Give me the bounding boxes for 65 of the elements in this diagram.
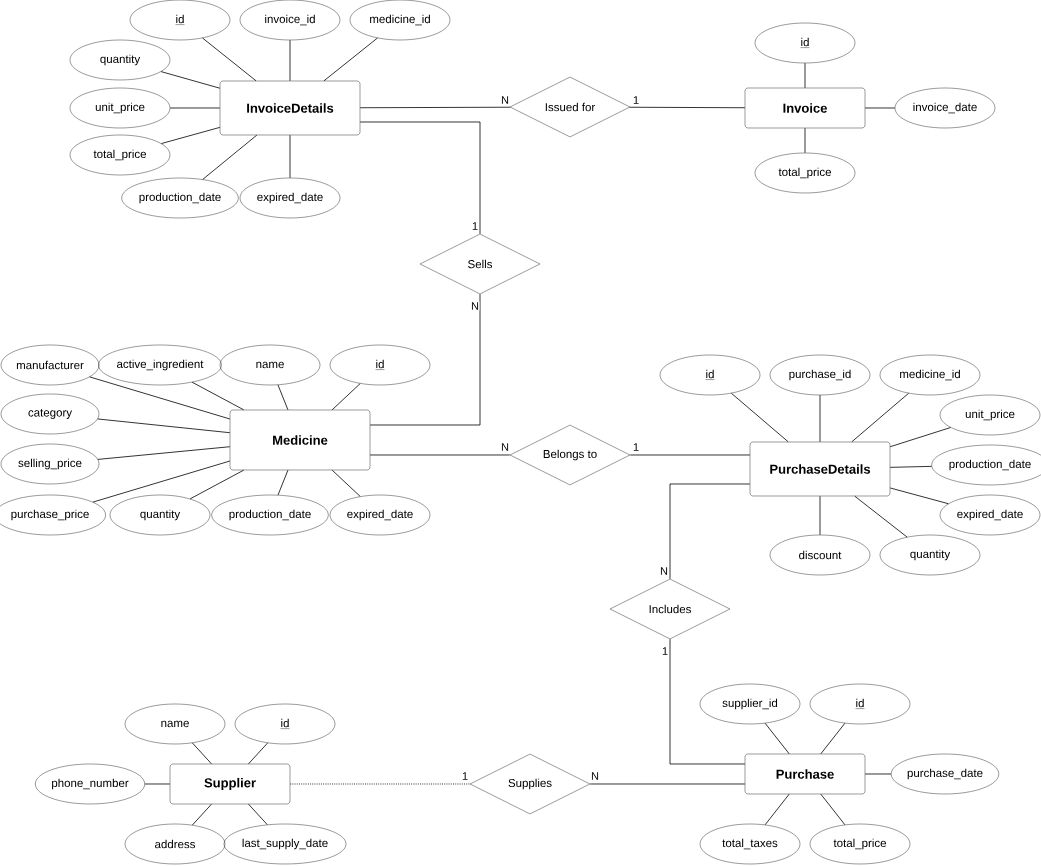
connector-line xyxy=(92,460,231,503)
connector-line xyxy=(629,454,751,456)
connector-line xyxy=(289,39,291,82)
connector-line xyxy=(144,783,171,785)
cardinality-label: 1 xyxy=(471,221,479,231)
cardinality-label: N xyxy=(659,566,669,576)
connector-line xyxy=(331,469,361,497)
connector-line xyxy=(369,293,481,426)
connector-line xyxy=(289,783,471,785)
connector-line xyxy=(202,134,258,180)
connector-line xyxy=(864,773,892,775)
connector-line xyxy=(89,376,231,420)
entity-box: InvoiceDetails xyxy=(219,80,361,136)
cardinality-label: N xyxy=(500,442,510,452)
connector-line xyxy=(289,134,291,179)
connector-line xyxy=(889,427,951,448)
connector-line xyxy=(764,793,790,826)
connector-line xyxy=(731,392,789,443)
entity-box: Medicine xyxy=(229,409,371,471)
connector-line xyxy=(169,107,221,109)
connector-line xyxy=(854,495,908,538)
cardinality-label: 1 xyxy=(632,442,640,452)
connector-line xyxy=(851,392,909,443)
cardinality-label: N xyxy=(470,301,480,311)
connector-line xyxy=(864,107,896,109)
connector-line xyxy=(97,418,231,434)
connector-line xyxy=(277,384,289,411)
connector-line xyxy=(889,465,932,468)
connector-line xyxy=(248,803,268,826)
connector-line xyxy=(589,783,746,785)
connector-line xyxy=(202,37,257,82)
connector-line xyxy=(160,71,221,89)
connector-line xyxy=(161,126,221,144)
cardinality-label: N xyxy=(590,771,600,781)
entity-box: Supplier xyxy=(169,763,291,805)
connector-line xyxy=(819,394,821,443)
connector-line xyxy=(359,121,481,235)
cardinality-label: N xyxy=(500,95,510,105)
connector-line xyxy=(248,742,269,765)
connector-line xyxy=(323,37,378,82)
connector-line xyxy=(804,127,806,154)
connector-line xyxy=(359,106,511,109)
cardinality-label: 1 xyxy=(661,646,669,656)
connector-line xyxy=(889,487,949,505)
connector-line xyxy=(189,469,245,500)
connector-line xyxy=(669,483,751,580)
connector-line xyxy=(669,638,746,765)
connector-line xyxy=(369,454,511,456)
entity-box: Invoice xyxy=(744,87,866,129)
connector-line xyxy=(97,446,231,460)
connector-line xyxy=(192,803,212,826)
cardinality-label: 1 xyxy=(632,95,640,105)
connector-line xyxy=(192,742,212,765)
connector-line xyxy=(331,383,361,411)
entity-box: PurchaseDetails xyxy=(749,441,891,497)
connector-line xyxy=(819,495,821,536)
connector-line xyxy=(820,793,846,826)
connector-line xyxy=(764,722,790,755)
connector-line xyxy=(277,469,289,496)
cardinality-label: 1 xyxy=(461,771,469,781)
connector-line xyxy=(804,62,806,89)
connector-line xyxy=(191,381,245,411)
connector-line xyxy=(820,722,846,755)
entity-box: Purchase xyxy=(744,753,866,795)
connector-line xyxy=(629,106,746,109)
